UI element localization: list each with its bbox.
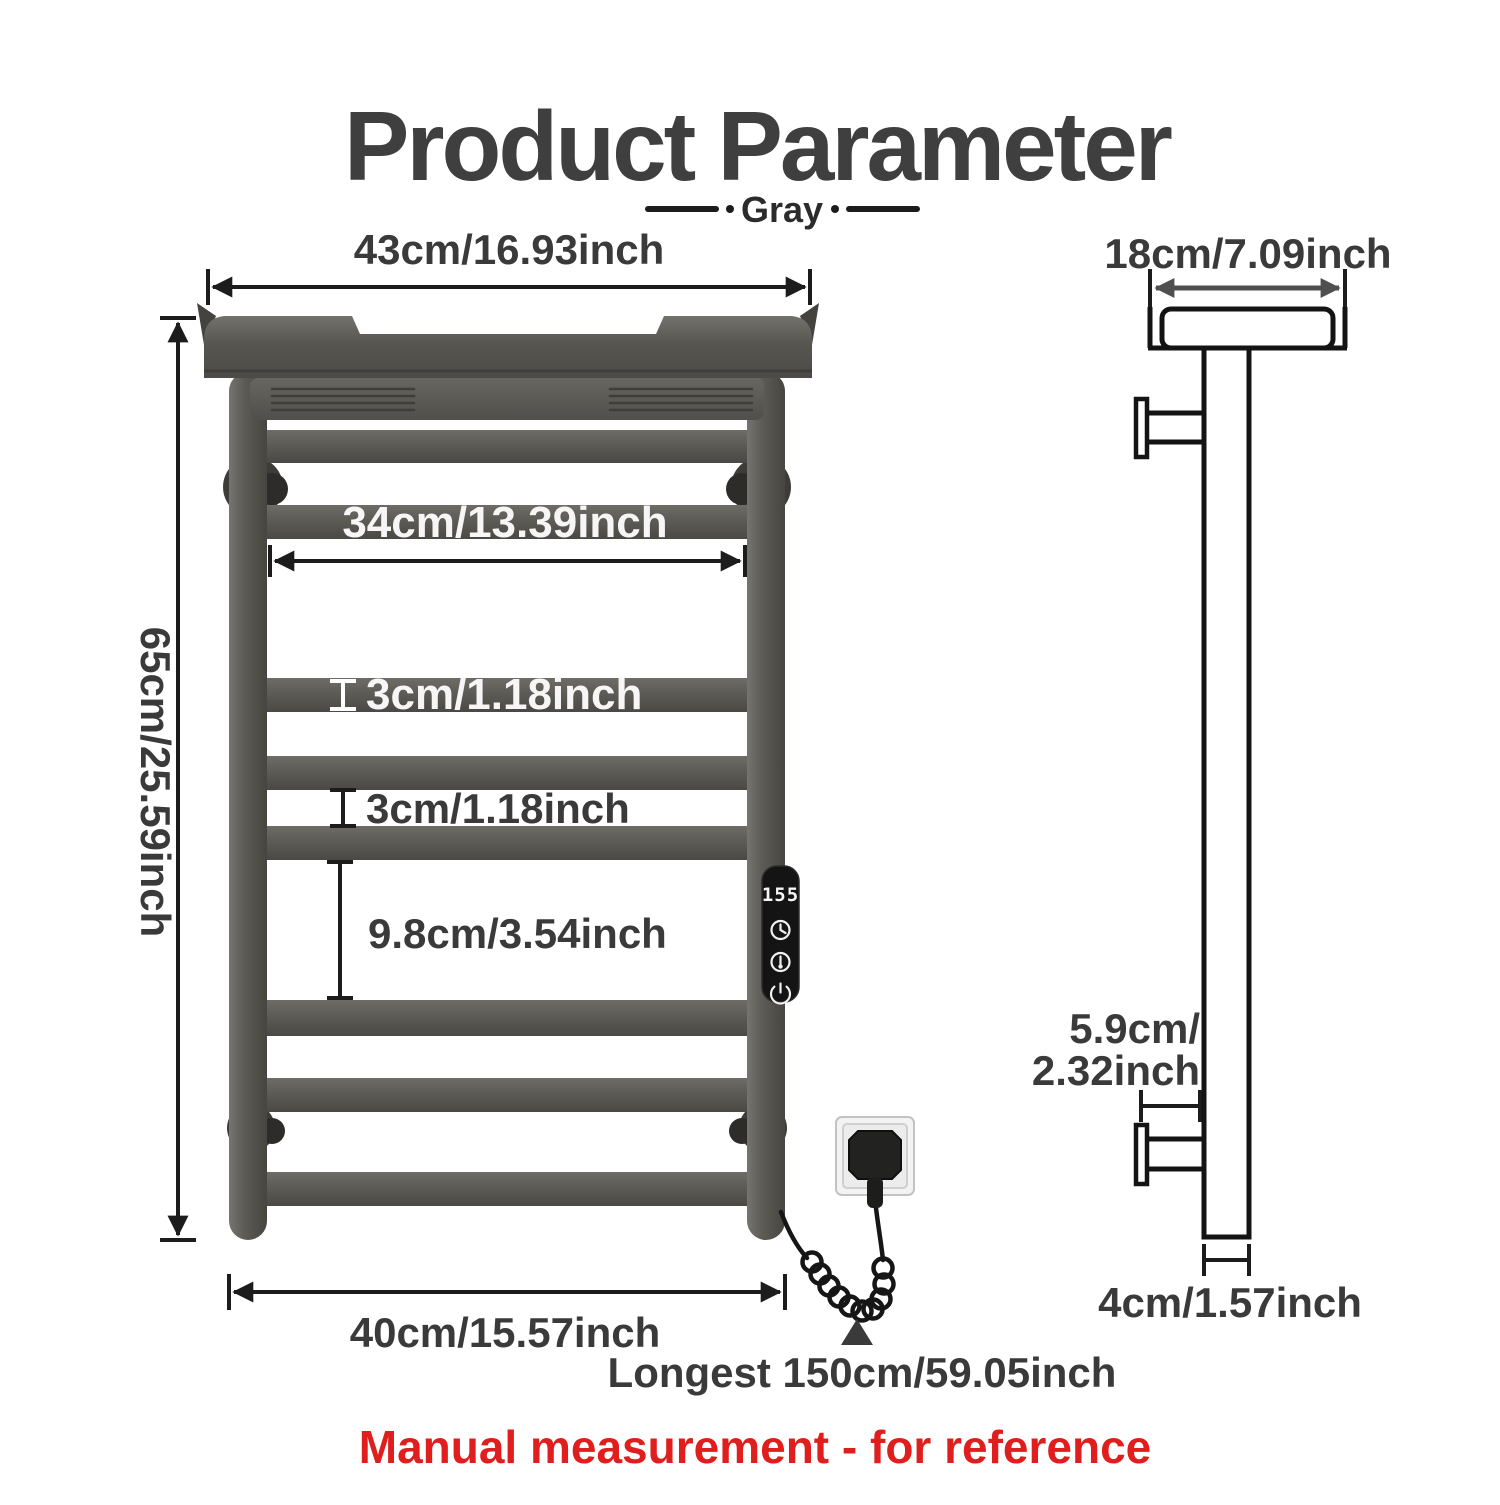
front-view-towel-warmer: 155 xyxy=(197,303,915,1323)
dim-bracket-depth: 5.9cm/ 2.32inch xyxy=(1032,1005,1202,1122)
side-posts xyxy=(229,372,785,1240)
variant-decor-right xyxy=(831,205,920,213)
side-shelf xyxy=(1147,306,1348,351)
measurement-note: Manual measurement - for reference xyxy=(359,1421,1152,1473)
top-shelf xyxy=(197,303,819,378)
cord-coil xyxy=(800,1250,896,1323)
dim-section-gap-label: 9.8cm/3.54inch xyxy=(368,910,667,957)
dim-bar-thickness: 3cm/1.18inch xyxy=(330,670,642,719)
dim-top-depth: 18cm/7.09inch xyxy=(1104,230,1392,307)
dim-height: 65cm/25.59inch xyxy=(132,316,196,1242)
dim-bracket-depth-line1: 5.9cm/ xyxy=(1069,1005,1200,1052)
dim-top-width-label: 43cm/16.93inch xyxy=(354,226,665,273)
wall-outlet xyxy=(835,1116,915,1208)
timer-icon[interactable] xyxy=(770,919,791,941)
variant-decor-left xyxy=(645,205,734,213)
dim-post-depth-label: 4cm/1.57inch xyxy=(1098,1279,1362,1326)
variant-label: Gray xyxy=(741,189,823,230)
cord-lead-left xyxy=(778,1209,810,1261)
heating-bars xyxy=(240,430,774,1206)
thermometer-icon[interactable] xyxy=(770,951,791,973)
side-bracket-lower xyxy=(1133,1122,1204,1187)
dim-inner-width: 34cm/13.39inch xyxy=(268,498,747,577)
panel-display: 155 xyxy=(762,884,799,906)
cord-lead-right xyxy=(873,1205,886,1263)
title-block: Product Parameter Gray xyxy=(344,91,1175,230)
dim-top-depth-label: 18cm/7.09inch xyxy=(1104,230,1391,277)
cord-pointer-triangle xyxy=(841,1319,873,1345)
dim-section-gap: 9.8cm/3.54inch xyxy=(327,860,667,1000)
power-cord xyxy=(778,1205,896,1323)
page-title: Product Parameter xyxy=(344,91,1172,201)
front-dimensions: 43cm/16.93inch 65cm/25.59inch 34cm/13.39… xyxy=(132,226,1116,1396)
side-bracket-upper xyxy=(1133,396,1204,460)
dim-height-label: 65cm/25.59inch xyxy=(132,627,179,938)
dim-bottom-width: 40cm/15.57inch xyxy=(227,1274,787,1356)
dim-inner-width-label: 34cm/13.39inch xyxy=(342,498,667,547)
dim-cord-length-label: Longest 150cm/59.05inch xyxy=(608,1349,1117,1396)
dim-top-width: 43cm/16.93inch xyxy=(206,226,812,305)
vent-slats xyxy=(270,387,754,412)
power-icon[interactable] xyxy=(769,982,792,1005)
dim-bar-thickness-label: 3cm/1.18inch xyxy=(366,670,642,719)
dim-bar-gap: 3cm/1.18inch xyxy=(330,785,630,832)
dim-cord-length: Longest 150cm/59.05inch xyxy=(608,1319,1117,1396)
control-panel: 155 xyxy=(761,865,800,1005)
side-view-profile: 18cm/7.09inch 5.9cm/ 2.32in xyxy=(1032,230,1392,1326)
plug xyxy=(848,1130,902,1208)
dim-bracket-depth-line2: 2.32inch xyxy=(1032,1047,1200,1094)
dim-bottom-width-label: 40cm/15.57inch xyxy=(350,1309,661,1356)
side-post xyxy=(1201,345,1252,1240)
dim-bar-gap-label: 3cm/1.18inch xyxy=(366,785,630,832)
dim-post-depth: 4cm/1.57inch xyxy=(1098,1244,1362,1326)
vent-rail xyxy=(250,378,764,420)
